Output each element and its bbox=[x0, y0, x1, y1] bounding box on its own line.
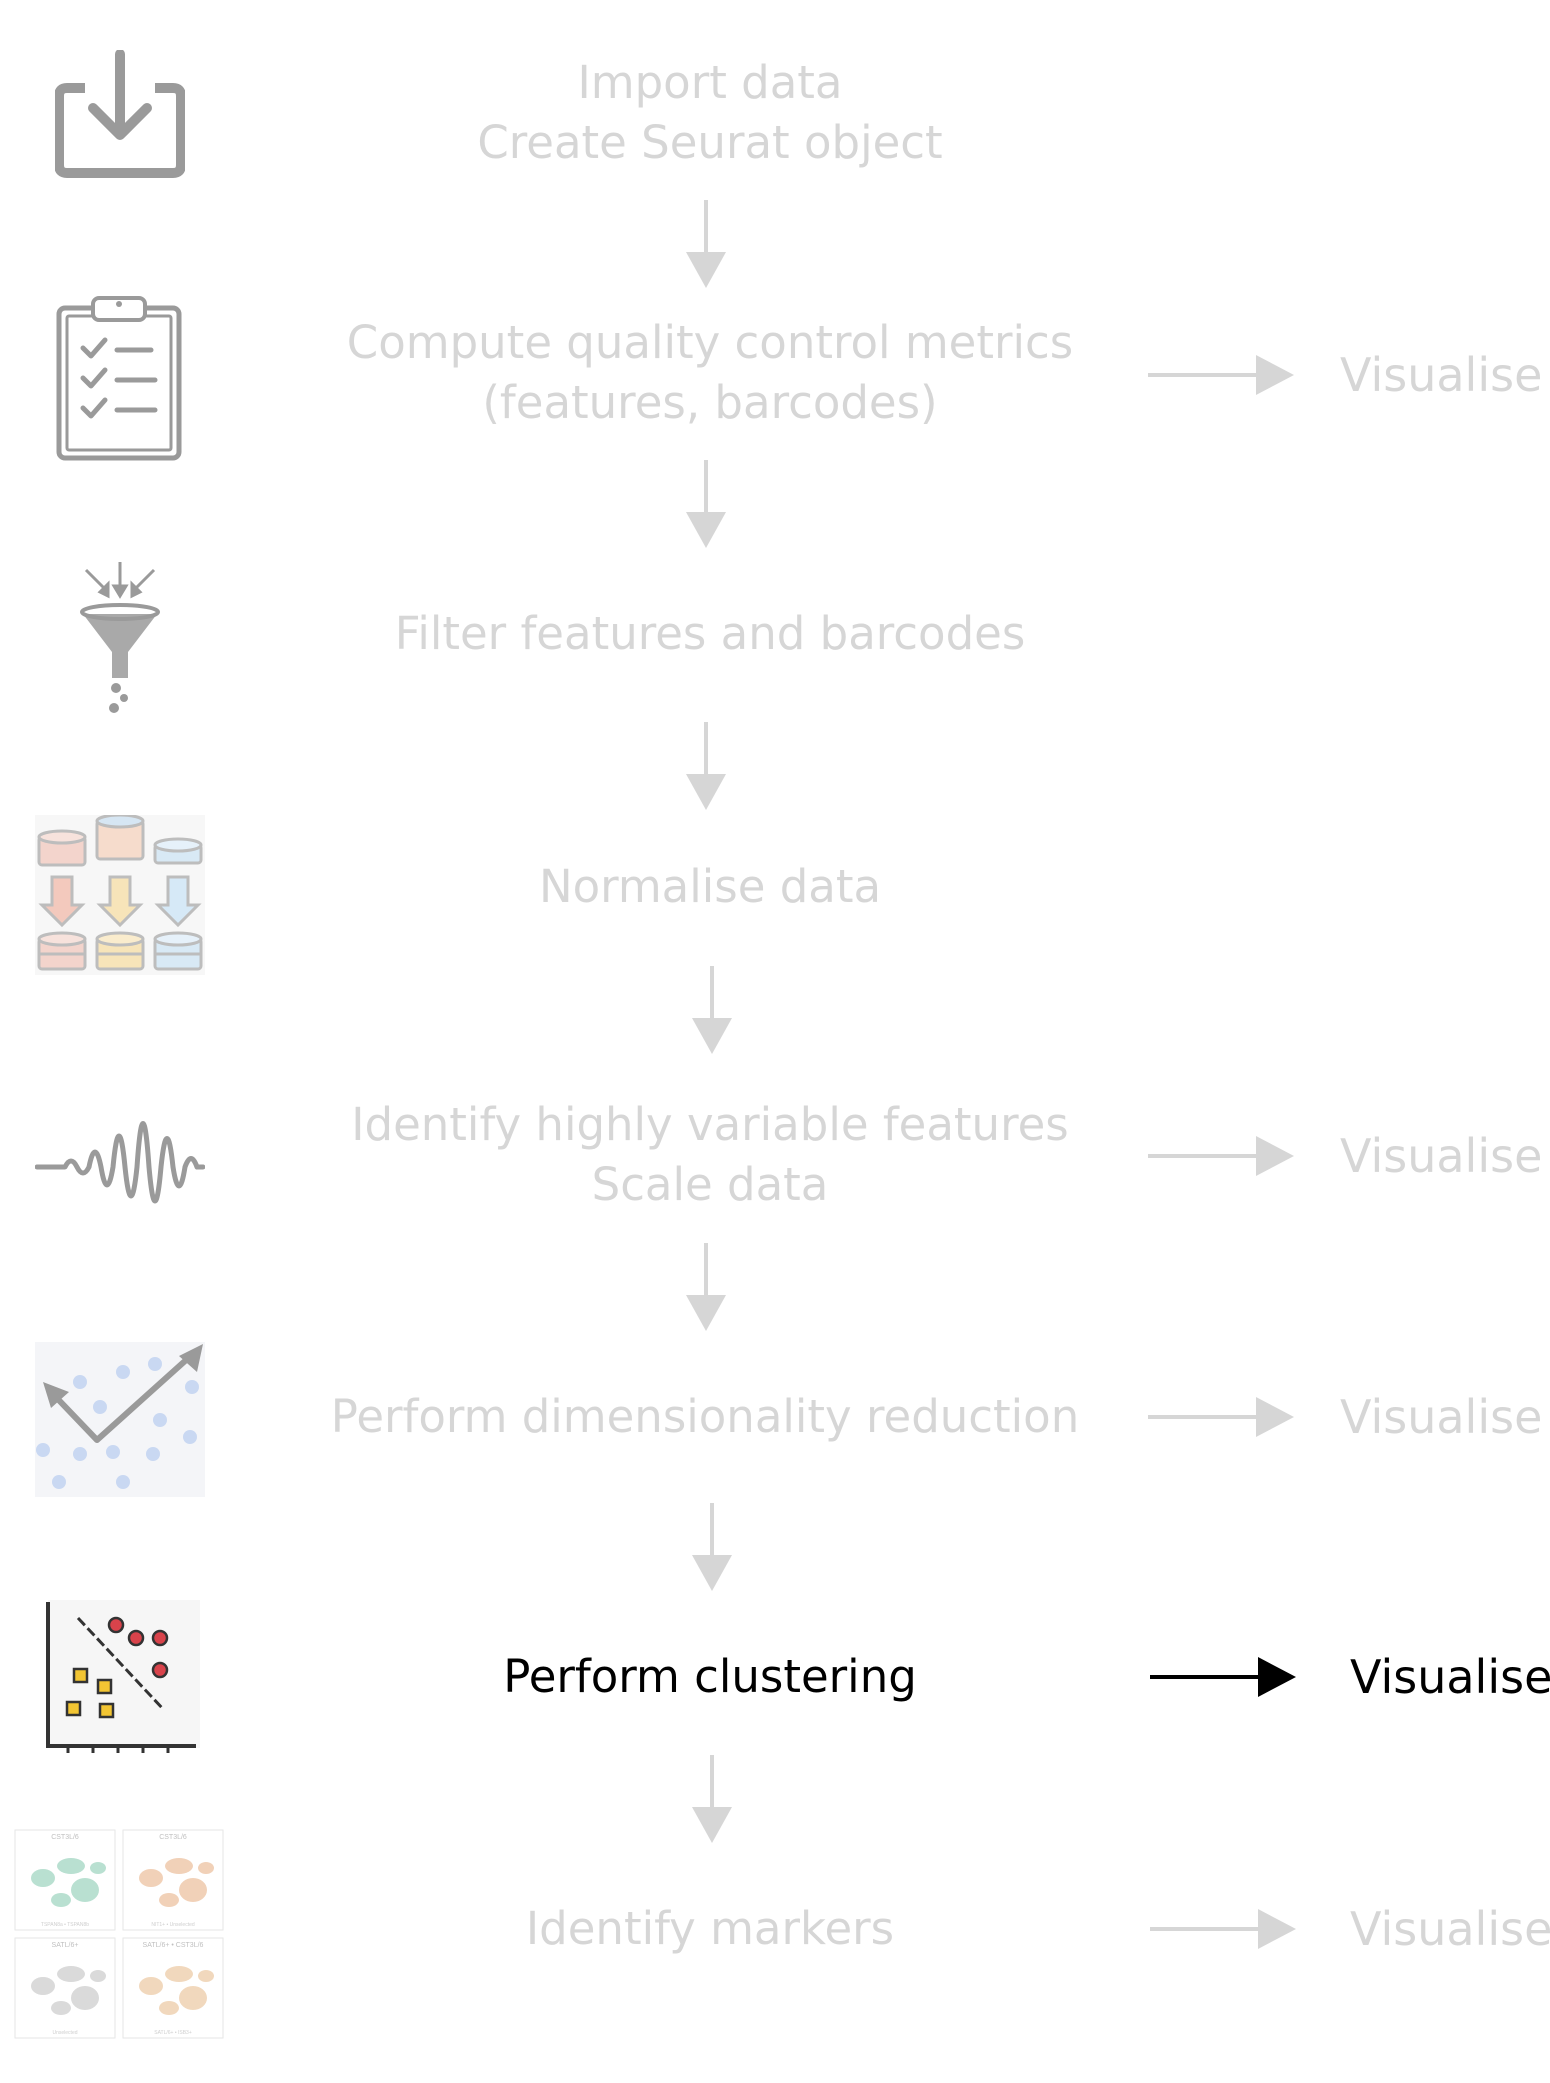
clustering-scatter-icon bbox=[46, 1600, 200, 1753]
wave-signal-icon bbox=[35, 1121, 205, 1204]
step-filter-line1: Filter features and barcodes bbox=[394, 607, 1026, 660]
dimensionality-reduction-icon bbox=[35, 1342, 205, 1497]
step-dimensionality-reduction-line1: Perform dimensionality reduction bbox=[330, 1390, 1080, 1443]
step-import-data-line1: Import data bbox=[577, 56, 843, 109]
visualise-quality-control: Visualise bbox=[1340, 348, 1543, 402]
panel-3-title: SATL/6+ bbox=[52, 1942, 79, 1949]
down-arrow-3 bbox=[686, 722, 726, 810]
umap-panels-icon: CST3L/6 CST3L/6 SATL/6+ SATL/6+ • CST3L/… bbox=[14, 1829, 224, 2039]
down-arrow-6 bbox=[692, 1503, 732, 1591]
step-quality-control: Compute quality control metrics (feature… bbox=[320, 313, 1100, 433]
clipboard-checklist-icon bbox=[56, 296, 182, 461]
down-arrow-2 bbox=[686, 460, 726, 548]
step-identify-markers-line1: Identify markers bbox=[525, 1902, 895, 1955]
panel-4-title: SATL/6+ • CST3L/6 bbox=[143, 1942, 204, 1949]
step-filter: Filter features and barcodes bbox=[320, 604, 1100, 664]
step-identify-markers: Identify markers bbox=[370, 1899, 1050, 1959]
step-dimensionality-reduction: Perform dimensionality reduction bbox=[300, 1387, 1110, 1447]
step-variable-features-line1: Identify highly variable features bbox=[351, 1098, 1069, 1151]
step-variable-features: Identify highly variable features Scale … bbox=[320, 1095, 1100, 1215]
panel-3-legend: Unselected bbox=[52, 2030, 77, 2036]
panel-2-legend: NIT1+ • Unselected bbox=[151, 1922, 195, 1928]
step-clustering-line1: Perform clustering bbox=[503, 1650, 917, 1703]
panel-1-legend: TSPAN8a • TSPAN8b bbox=[41, 1922, 89, 1928]
panel-4-legend: SATL/6+ • ISB3+ bbox=[154, 2030, 192, 2036]
funnel-filter-icon bbox=[80, 562, 160, 713]
panel-2-title: CST3L/6 bbox=[159, 1834, 187, 1841]
right-arrow-clustering bbox=[1150, 1657, 1296, 1697]
step-import-data: Import data Create Seurat object bbox=[370, 53, 1050, 173]
normalise-databases-icon bbox=[35, 815, 205, 975]
visualise-clustering: Visualise bbox=[1350, 1650, 1550, 1704]
step-quality-control-line2: (features, barcodes) bbox=[482, 376, 938, 429]
step-import-data-line2: Create Seurat object bbox=[477, 116, 943, 169]
visualise-variable-features: Visualise bbox=[1340, 1129, 1543, 1183]
visualise-identify-markers: Visualise bbox=[1350, 1902, 1550, 1956]
step-clustering: Perform clustering bbox=[370, 1647, 1050, 1707]
panel-1-title: CST3L/6 bbox=[51, 1834, 79, 1841]
right-arrow-identify-markers bbox=[1150, 1909, 1296, 1949]
step-quality-control-line1: Compute quality control metrics bbox=[346, 316, 1074, 369]
step-variable-features-line2: Scale data bbox=[591, 1158, 829, 1211]
right-arrow-quality-control bbox=[1148, 355, 1294, 395]
right-arrow-dimensionality-reduction bbox=[1148, 1397, 1294, 1437]
down-arrow-7 bbox=[692, 1755, 732, 1843]
right-arrow-variable-features bbox=[1148, 1136, 1294, 1176]
visualise-dimensionality-reduction: Visualise bbox=[1340, 1390, 1543, 1444]
import-download-icon bbox=[55, 50, 185, 178]
step-normalise-line1: Normalise data bbox=[538, 860, 882, 913]
down-arrow-4 bbox=[692, 966, 732, 1054]
step-normalise: Normalise data bbox=[320, 857, 1100, 917]
down-arrow-1 bbox=[686, 200, 726, 288]
down-arrow-5 bbox=[686, 1243, 726, 1331]
